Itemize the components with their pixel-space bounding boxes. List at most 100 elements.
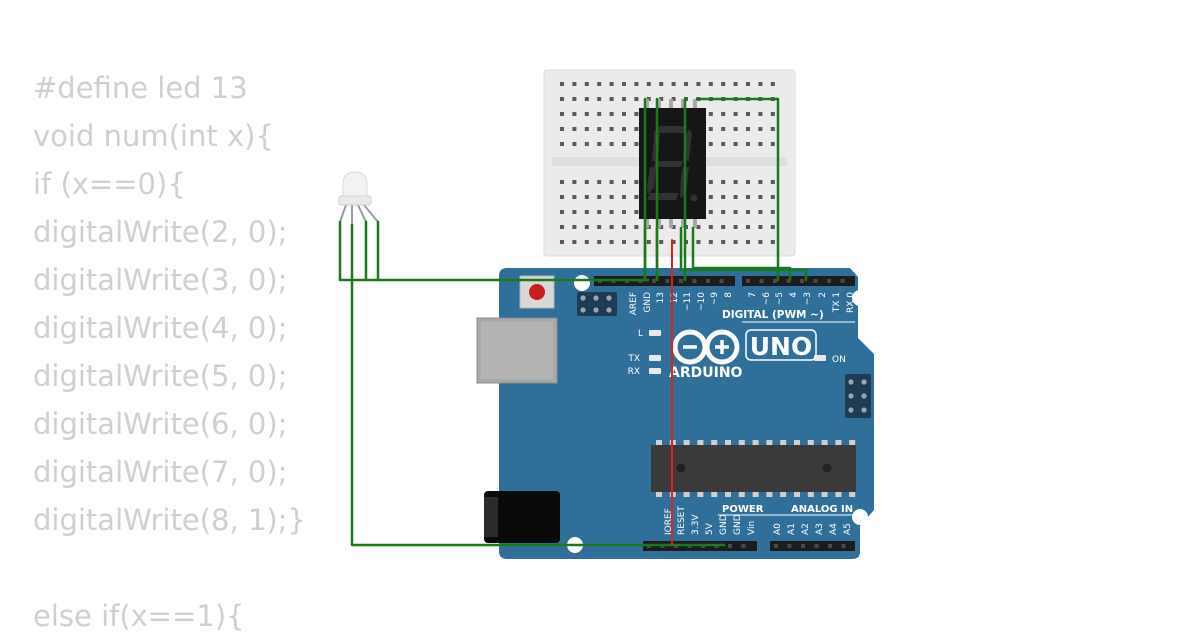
segment-d [647, 193, 679, 200]
breadboard-hole [609, 210, 614, 214]
breadboard-hole [560, 97, 564, 101]
analog-header[interactable] [770, 541, 855, 551]
breadboard-hole [597, 210, 602, 214]
header-hole [741, 544, 746, 548]
pin-label: GND [733, 514, 743, 535]
breadboard-hole [708, 142, 713, 146]
breadboard-hole [770, 127, 775, 131]
header-hole [759, 279, 764, 283]
mounting-hole [574, 275, 590, 291]
breadboard-hole [584, 195, 589, 199]
header-hole [787, 544, 792, 548]
header-hole [841, 544, 846, 548]
mounting-hole [852, 290, 868, 306]
pin-label: 3.3V [691, 514, 701, 535]
pin-label: 13 [656, 292, 666, 303]
breadboard-hole [584, 225, 589, 229]
pin-label: 8 [724, 292, 734, 298]
breadboard-hole [721, 195, 726, 199]
chip-dot [676, 463, 686, 473]
header-hole [773, 279, 777, 283]
digital-header-right[interactable] [742, 276, 855, 286]
breadboard-hole [634, 142, 639, 146]
pin-label: RX 0 [846, 292, 856, 313]
header-hole [828, 544, 832, 548]
breadboard-hole [646, 240, 651, 244]
breadboard-hole [572, 97, 577, 101]
chip-leg [835, 440, 842, 445]
breadboard-hole [746, 195, 750, 199]
breadboard-hole [572, 112, 577, 116]
wire-seg-bottom-3 [679, 226, 808, 282]
breadboard-hole [733, 180, 738, 184]
breadboard-hole [634, 97, 639, 101]
led-lead [357, 204, 367, 223]
breadboard-hole [622, 210, 626, 214]
digital-header-left[interactable] [594, 276, 735, 286]
breadboard-hole [560, 142, 564, 146]
breadboard-hole [708, 210, 713, 214]
breadboard-hole [721, 240, 726, 244]
breadboard-hole [758, 225, 763, 229]
logo-right-loop [704, 329, 740, 365]
header-hole [746, 279, 750, 283]
code-listing: #define led 13 void num(int x){ if (x==0… [33, 64, 333, 640]
led-on-indicator [814, 355, 826, 361]
header-hole [827, 279, 831, 283]
breadboard-hole [733, 195, 738, 199]
code-line: digitalWrite(3, 0); [33, 263, 288, 297]
header-hole [652, 279, 656, 283]
pin-label: A3 [815, 523, 825, 535]
breadboard-hole [560, 180, 564, 184]
pin-label: AREF [629, 292, 639, 315]
breadboard-hole [758, 240, 763, 244]
breadboard-hole [708, 240, 713, 244]
breadboard-hole [659, 97, 664, 101]
breadboard-hole [770, 180, 775, 184]
icsp-pins [580, 295, 612, 313]
breadboard-hole [572, 210, 577, 214]
breadboard-hole [634, 82, 639, 86]
chip-leg [656, 492, 662, 497]
header-hole [719, 279, 724, 283]
breadboard-hole [708, 195, 713, 199]
code-line: void num(int x){ [33, 119, 274, 153]
breadboard-hole [733, 240, 738, 244]
seven-segment-display[interactable] [639, 99, 706, 228]
pin-label: IOREF [664, 508, 674, 535]
header-hole [786, 279, 791, 283]
breadboard-hole [634, 210, 639, 214]
breadboard-hole [746, 225, 750, 229]
breadboard-hole [572, 240, 577, 244]
breadboard-hole [560, 127, 564, 131]
breadboard-hole [597, 127, 602, 131]
chip-leg [849, 440, 856, 445]
chip-leg [794, 440, 800, 445]
breadboard-hole [684, 82, 688, 86]
led-rx-indicator [649, 368, 661, 374]
display-segments [647, 126, 698, 202]
chip-leg [738, 492, 745, 497]
display-pins [645, 99, 697, 228]
breadboard-hole [634, 112, 639, 116]
breadboard-hole [696, 225, 701, 229]
chip-leg [752, 492, 759, 497]
breadboard-hole [572, 195, 577, 199]
breadboard-hole [733, 210, 738, 214]
wires [338, 97, 808, 547]
breadboard-hole [721, 180, 726, 184]
led-l-label: L [638, 329, 643, 339]
breadboard-hole [597, 112, 602, 116]
breadboard-hole [597, 97, 602, 101]
breadboard-hole [597, 82, 602, 86]
breadboard-hole [560, 195, 564, 199]
breadboard-hole [634, 225, 639, 229]
pin-label: A5 [843, 523, 853, 535]
breadboard-hole [746, 180, 750, 184]
pin-label: GND [643, 292, 653, 313]
breadboard-hole [746, 82, 750, 86]
rgb-led[interactable] [338, 171, 379, 225]
code-line: digitalWrite(2, 0); [33, 215, 288, 249]
